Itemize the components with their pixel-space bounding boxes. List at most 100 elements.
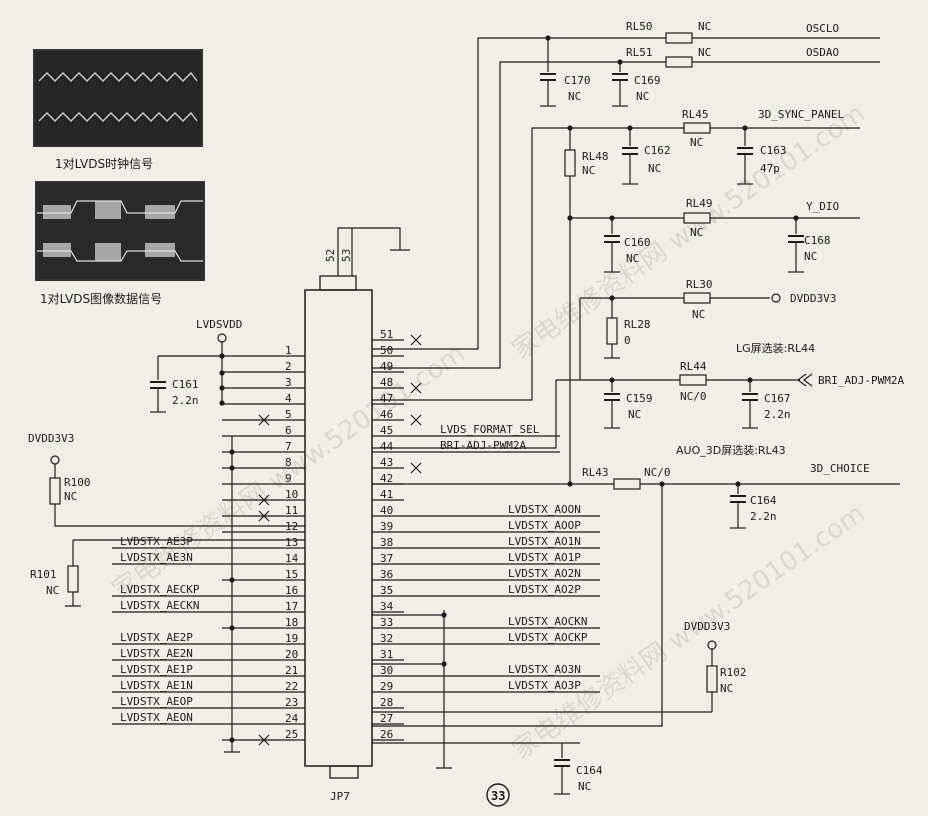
right-pin-47: 47	[380, 392, 393, 405]
c163-val: 47p	[760, 162, 780, 175]
signal-label-33: LVDSTX_AOCKN	[508, 615, 587, 628]
no-connect-mark	[410, 382, 422, 394]
signal-label-45: LVDS_FORMAT_SEL	[440, 423, 540, 436]
r100-ref: R100	[64, 476, 91, 489]
right-pin-34: 34	[380, 600, 394, 613]
right-pin-30: 30	[380, 664, 393, 677]
no-connect-mark	[258, 734, 270, 746]
rl45-val: NC	[690, 136, 703, 149]
clock-waveform-trace	[38, 71, 198, 122]
left-pin-7: 7	[285, 440, 292, 453]
rl44-ref: RL44	[680, 360, 707, 373]
right-pin-33: 33	[380, 616, 393, 629]
ydio-net: Y_DIO	[806, 200, 839, 213]
shield-ground-wire	[337, 227, 410, 276]
left-pin-13: 13	[285, 536, 298, 549]
clock-waveform-caption: 1对LVDS时钟信号	[55, 157, 154, 171]
signal-label-21: LVDSTX_AE1P	[120, 663, 193, 676]
rl28-ref: RL28	[624, 318, 651, 331]
signal-label-17: LVDSTX_AECKN	[120, 599, 199, 612]
r101-ref: R101	[30, 568, 57, 581]
right-pin-43: 43	[380, 456, 393, 469]
signal-label-20: LVDSTX_AE2N	[120, 647, 193, 660]
lg-note: LG屏选装:RL44	[736, 342, 815, 355]
data-waveform-caption: 1对LVDS图像数据信号	[40, 292, 163, 306]
right-pin-45: 45	[380, 424, 393, 437]
r101-val: NC	[46, 584, 59, 597]
right-pin-39: 39	[380, 520, 393, 533]
connector-bottom-tab	[329, 765, 359, 779]
right-pin-42: 42	[380, 472, 393, 485]
data-waveform-image	[35, 181, 205, 281]
c168-ref: C168	[804, 234, 831, 247]
connector-body	[304, 289, 373, 767]
left-pin-19: 19	[285, 632, 298, 645]
left-pin-20: 20	[285, 648, 298, 661]
labels: LVDSVDD C161 2.2n DVDD3V3 R100 NC R101 N…	[28, 20, 904, 807]
signal-label-39: LVDSTX_AOOP	[508, 519, 581, 532]
page-number-circle	[486, 783, 510, 807]
bri-net: BRI_ADJ-PWM2A	[818, 374, 904, 387]
right-pin-35: 35	[380, 584, 393, 597]
right-pin-26: 26	[380, 728, 393, 741]
left-pin-2: 2	[285, 360, 292, 373]
no-connect-mark	[410, 414, 422, 426]
connector-pins: 1234567891011121314151617181920212223242…	[285, 328, 394, 741]
signal-label-36: LVDSTX_AO2N	[508, 567, 581, 580]
c163-ref: C163	[760, 144, 787, 157]
oscl-net: OSCLO	[806, 22, 839, 35]
left-pin-15: 15	[285, 568, 298, 581]
no-connect-mark	[258, 414, 270, 426]
signal-label-30: LVDSTX_AO3N	[508, 663, 581, 676]
r102-ref: R102	[720, 666, 747, 679]
c161-ref: C161	[172, 378, 199, 391]
signal-label-44: BRI-ADJ-PWM2A	[440, 439, 526, 452]
right-pin-27: 27	[380, 712, 393, 725]
rl49-ref: RL49	[686, 197, 713, 210]
rl30-ref: RL30	[686, 278, 713, 291]
rl43-val: NC/0	[644, 466, 671, 479]
left-network	[49, 333, 305, 753]
c164a-ref: C164	[750, 494, 777, 507]
no-connect-mark	[410, 462, 422, 474]
signal-label-13: LVDSTX_AE3P	[120, 535, 193, 548]
right-pin-51: 51	[380, 328, 393, 341]
left-pin-8: 8	[285, 456, 292, 469]
signal-label-40: LVDSTX_AOON	[508, 503, 581, 516]
rl51-ref: RL51	[626, 46, 653, 59]
c164b-ref: C164	[576, 764, 603, 777]
left-pin-11: 11	[285, 504, 298, 517]
right-pin-48: 48	[380, 376, 393, 389]
left-pin-16: 16	[285, 584, 298, 597]
svg-text:家电维修资料网 www.520101.com: 家电维修资料网 www.520101.com	[507, 99, 871, 366]
page-number: 33	[491, 789, 505, 803]
signal-wires: LVDSTX_AE3PLVDSTX_AE3NLVDSTX_AECKPLVDSTX…	[112, 334, 600, 746]
c167-val: 2.2n	[764, 408, 791, 421]
left-pin-25: 25	[285, 728, 298, 741]
left-pin-10: 10	[285, 488, 298, 501]
right-pin-28: 28	[380, 696, 393, 709]
rl45-ref: RL45	[682, 108, 709, 121]
signal-label-22: LVDSTX_AE1N	[120, 679, 193, 692]
rl30-val: NC	[692, 308, 705, 321]
right-pin-36: 36	[380, 568, 393, 581]
left-pin-3: 3	[285, 376, 292, 389]
left-pin-4: 4	[285, 392, 292, 405]
c162-ref: C162	[644, 144, 671, 157]
left-pin-5: 5	[285, 408, 292, 421]
rl48-ref: RL48	[582, 150, 609, 163]
right-pin-41: 41	[380, 488, 393, 501]
right-pin-46: 46	[380, 408, 393, 421]
lvdsvdd-label: LVDSVDD	[196, 318, 242, 331]
left-pin-17: 17	[285, 600, 298, 613]
c159-ref: C159	[626, 392, 653, 405]
c170-ref: C170	[564, 74, 591, 87]
c169-ref: C169	[634, 74, 661, 87]
signal-label-16: LVDSTX_AECKP	[120, 583, 200, 596]
auo-note: AUO_3D屏选装:RL43	[676, 444, 786, 457]
clock-waveform-image	[33, 49, 203, 147]
right-pin-44: 44	[380, 440, 394, 453]
c162-val: NC	[648, 162, 661, 175]
signal-label-19: LVDSTX_AE2P	[120, 631, 193, 644]
